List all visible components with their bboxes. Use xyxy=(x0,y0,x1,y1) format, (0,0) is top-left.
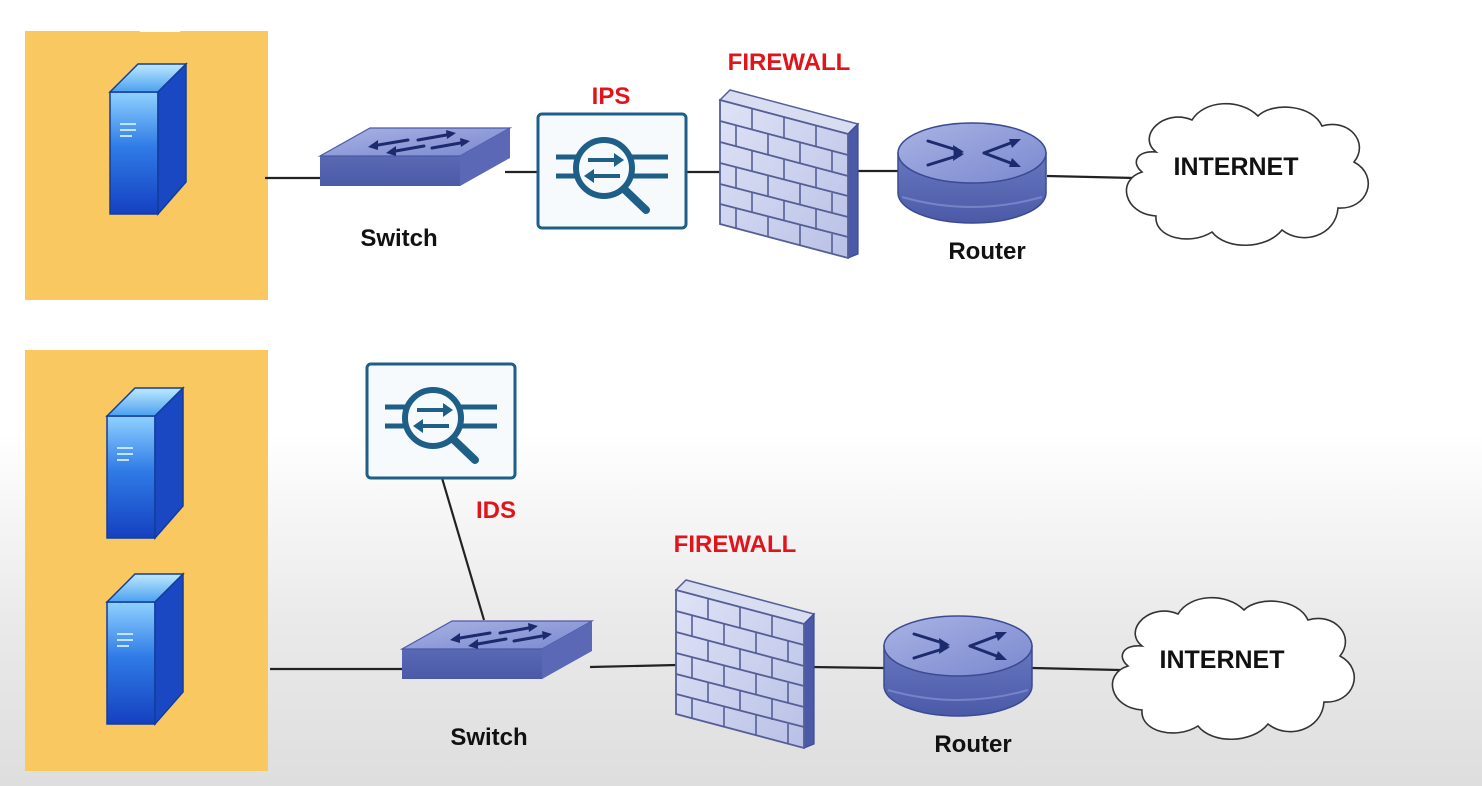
firewall-label: FIREWALL xyxy=(728,49,851,76)
firewall-label: FIREWALL xyxy=(674,531,797,558)
internet-label: INTERNET xyxy=(1160,646,1285,674)
firewall-icon xyxy=(719,89,859,259)
switch-icon xyxy=(400,619,594,681)
ids-diagram: IDS Switch FIREWALL Router INTERNET xyxy=(25,350,1356,771)
switch-label: Switch xyxy=(360,225,437,252)
router-icon xyxy=(882,614,1034,718)
router-label: Router xyxy=(948,238,1025,265)
router-label: Router xyxy=(934,731,1011,758)
router-icon xyxy=(896,121,1048,225)
switch-label: Switch xyxy=(450,724,527,751)
switch-icon xyxy=(318,126,512,188)
ips-diagram: Switch IPS FIREWALL Router INTERNET xyxy=(25,28,1370,300)
lan-zone-top-notch xyxy=(140,28,180,32)
sensor-icon xyxy=(538,114,686,228)
server-icon xyxy=(106,573,184,725)
ids-label: IDS xyxy=(476,497,516,524)
internet-label: INTERNET xyxy=(1174,153,1299,181)
link-lines-bottom xyxy=(270,477,1121,672)
firewall-icon xyxy=(675,579,815,749)
sensor-icon xyxy=(367,364,515,478)
link-lines-top xyxy=(265,169,1136,180)
server-icon xyxy=(106,387,184,539)
ips-label: IPS xyxy=(592,83,631,110)
server-icon xyxy=(109,63,187,215)
